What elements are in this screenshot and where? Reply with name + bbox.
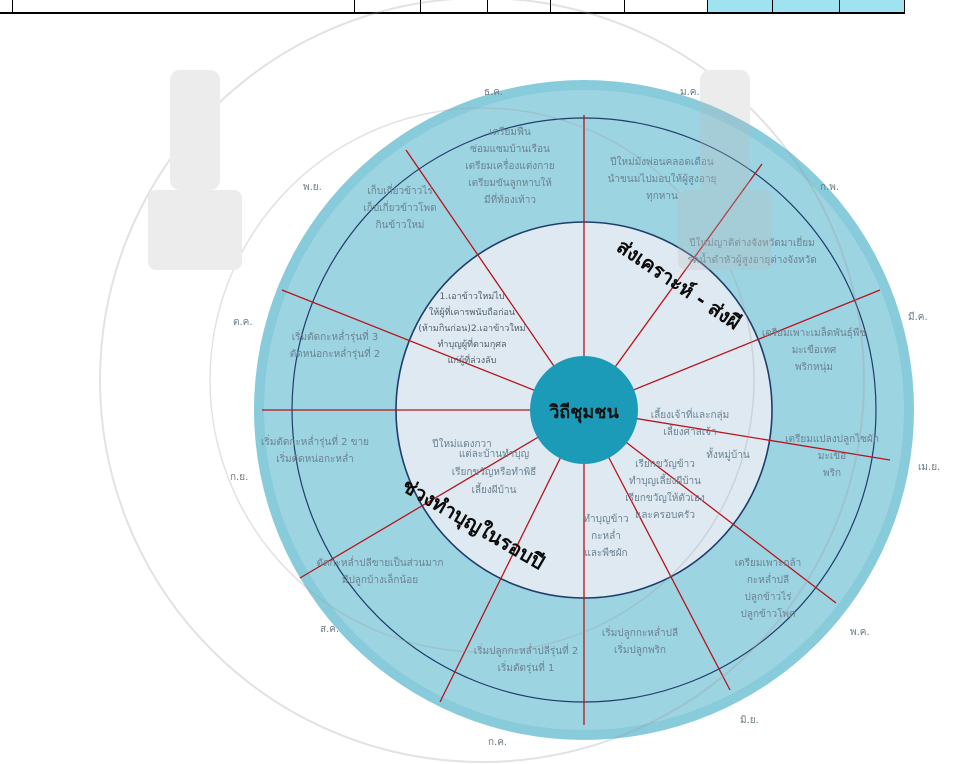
month-apr: เม.ย. (918, 462, 940, 473)
text-line: ทุกหาน (646, 191, 678, 202)
text-line: เตรียมขันลูกหาบให้ (468, 177, 552, 189)
month-sep: ก.ย. (230, 472, 248, 483)
text-line: ปีใหม่แดงกวา (432, 438, 492, 450)
text-line: ทำบุญเลี้ยงผีบ้าน (629, 473, 701, 487)
inner-text-lower-left: แต่ละบ้านทำบุญเรียกขวัญหรือทำพิธีเลี้ยงผ… (452, 448, 537, 496)
text-line: แต่ละบ้านทำบุญ (459, 448, 529, 460)
text-line: และพืชผัก (584, 547, 627, 559)
text-line: เริ่มตัดรุ่นที่ 1 (498, 660, 555, 674)
text-line: ปลูกข้าวโพด (740, 607, 795, 620)
month-mar: มี.ค. (908, 311, 928, 323)
text-line: ปลูกข้าวไร่ (745, 591, 793, 603)
text-line: เตรียมแปลงปลูกไซผัก (785, 433, 879, 445)
outer-text-oct: เริ่มตัดกะหล่ำรุ่นที่ 3 ตัดหน่อกะหล่ำรุ่น… (290, 329, 381, 360)
text-line: เลี้ยงผีบ้าน (472, 482, 517, 496)
month-nov: พ.ย. (303, 182, 322, 193)
outer-text-aug: ตัดกะหล่ำปลีขายเป็นส่วนมากมีปลูกบ้างเล็ก… (317, 555, 444, 586)
text-line: รดน้ำดำหัวผู้สูงอายุต่างจังหวัด (687, 252, 816, 266)
text-line: ทั้งหมู่บ้าน (706, 447, 750, 461)
center-label: วิถีชุมชน (548, 402, 619, 424)
text-line: เตรียมเพาะเมล็ดพันธุ์พืช (762, 325, 866, 339)
text-line: และครอบครัว (635, 510, 695, 521)
month-dec: ธ.ค. (484, 87, 503, 98)
text-line: เตรียมฟืน (489, 126, 531, 138)
month-may: พ.ค. (850, 627, 870, 638)
outer-text-apr: เตรียมแปลงปลูกไซผักมะเขือพริก (785, 433, 879, 479)
outer-text-jan: ปีใหม่ม้งพ่อนคลอดเดือนนำขนมไปมอบให้ผู้สู… (608, 156, 717, 202)
text-line: เรียกขวัญให้ตัวเอง (625, 492, 705, 504)
month-aug: ส.ค. (320, 624, 339, 635)
hub-circle (530, 356, 638, 464)
inner-text-left: ปีใหม่แดงกวา (432, 438, 492, 450)
text-line: ตัดหน่อกะหล่ำรุ่นที่ 2 (290, 346, 381, 360)
text-line: ปีใหม่ญาติต่างจังหวัดมาเยี่ยม (689, 235, 815, 249)
outer-text-may: เตรียมเพาะกล้ากะหล่ำปลีปลูกข้าวไร่ปลูกข้… (735, 557, 802, 620)
inner-text-lower-right-a: เรียกขวัญข้าวทำบุญเลี้ยงผีบ้านเรียกขวัญใ… (625, 458, 705, 521)
text-line: ทำบุญข้าว (583, 513, 628, 525)
month-jul: ก.ค. (488, 737, 507, 748)
outer-text-nov: เก็บเกี่ยวข้าวไร่เก็บเกี่ยวข้าวโพดกินข้า… (363, 183, 436, 231)
text-line: เก็บเกี่ยวข้าวโพด (363, 200, 436, 214)
text-line: เตรียมเครื่องแต่งกาย (465, 158, 554, 172)
month-oct: ต.ค. (233, 317, 253, 328)
text-line: ซ่อมแซมบ้านเรือน (470, 143, 550, 155)
spoke (299, 409, 585, 579)
outer-text-jun: เริ่มปลูกกะหล่ำปลีเริ่มปลูกพริก (602, 625, 678, 656)
month-feb: ก.พ. (820, 182, 839, 193)
text-line: เริ่มตัดหน่อกะหล่ำ (276, 451, 354, 465)
outer-text-dec: เตรียมฟืนซ่อมแซมบ้านเรือนเตรียมเครื่องแต… (465, 126, 554, 206)
inner-text-upper-left: 1.เอาข้าวใหม่ไปให้ผู้ที่เคารพนับถือก่อน (… (418, 291, 525, 366)
inner-text-right-b: ทั้งหมู่บ้าน (706, 447, 750, 461)
table-edge (0, 0, 964, 16)
text-line: เริ่มปลูกกะหล่ำปลีรุ่นที่ 2 (474, 643, 579, 657)
text-line: กะหล่ำปลี (747, 572, 789, 586)
text-line: เรียกขวัญหรือทำพิธี (452, 466, 537, 478)
text-line: เริ่มตัดกะหล่ำรุ่นที่ 2 ขาย (261, 434, 369, 448)
inner-text-right-a: เลี้ยงเจ้าที่และกลุ่มเลี้ยงศาลเจ้า (651, 407, 730, 438)
text-line: เลี้ยงเจ้าที่และกลุ่ม (651, 407, 730, 421)
seal-watermark (99, 0, 865, 763)
month-labels: ม.ค. ก.พ. มี.ค. เม.ย. พ.ค. มิ.ย. ก.ค. ส.… (230, 87, 940, 748)
text-line: (ห้ามกินก่อน)2.เอาข้าวใหม่ (418, 323, 525, 334)
spoke (281, 289, 585, 411)
text-line: มีปลูกบ้างเล็กน้อย (342, 572, 418, 586)
text-line: แก่ผู้ที่ล่วงลับ (448, 353, 497, 366)
text-line: กินข้าวใหม่ (375, 219, 424, 231)
month-jun: มิ.ย. (740, 715, 759, 726)
outer-text-mar: เตรียมเพาะเมล็ดพันธุ์พืชมะเขือเทศพริกหนุ… (762, 325, 866, 373)
text-line: มะเขือเทศ (792, 344, 837, 356)
outer-text-sep: เริ่มตัดกะหล่ำรุ่นที่ 2 ขายเริ่มตัดหน่อก… (261, 434, 369, 465)
text-line: ให้ผู้ที่เคารพนับถือก่อน (429, 305, 515, 318)
text-line: มะเขือ (818, 450, 846, 462)
spoke (439, 409, 585, 703)
text-line: พริก (823, 468, 841, 479)
text-line: เตรียมเพาะกล้า (735, 557, 802, 569)
text-line: นำขนมไปมอบให้ผู้สูงอายุ (608, 173, 717, 185)
outer-text-jul: เริ่มปลูกกะหล่ำปลีรุ่นที่ 2 เริ่มตัดรุ่นท… (474, 643, 579, 674)
text-line: เลี้ยงศาลเจ้า (663, 424, 716, 438)
text-line: ปีใหม่ม้งพ่อนคลอดเดือน (610, 156, 714, 168)
outer-text-feb: ปีใหม่ญาติต่างจังหวัดมาเยี่ยมรดน้ำดำหัวผ… (687, 235, 816, 266)
text-line: พริกหนุ่ม (795, 362, 833, 373)
text-line: ตัดกะหล่ำปลีขายเป็นส่วนมาก (317, 555, 444, 569)
text-line: เริ่มตัดกะหล่ำรุ่นที่ 3 (292, 329, 378, 343)
month-jan: ม.ค. (680, 87, 700, 98)
text-line: เริ่มปลูกกะหล่ำปลี (602, 625, 678, 639)
text-line: กะหล่ำ (591, 528, 621, 542)
text-line: 1.เอาข้าวใหม่ไป (440, 291, 505, 302)
text-line: เก็บเกี่ยวข้าวไร่ (367, 183, 433, 197)
text-line: มีที่ท้องเท้าว (484, 192, 536, 206)
text-line: ทำบุญผู้ที่ตามกุศล (437, 337, 506, 350)
text-line: เริ่มปลูกพริก (614, 642, 666, 656)
text-line: เรียกขวัญข้าว (635, 458, 695, 470)
inner-text-lower-right-b: ทำบุญข้าวกะหล่ำและพืชผัก (583, 513, 628, 559)
